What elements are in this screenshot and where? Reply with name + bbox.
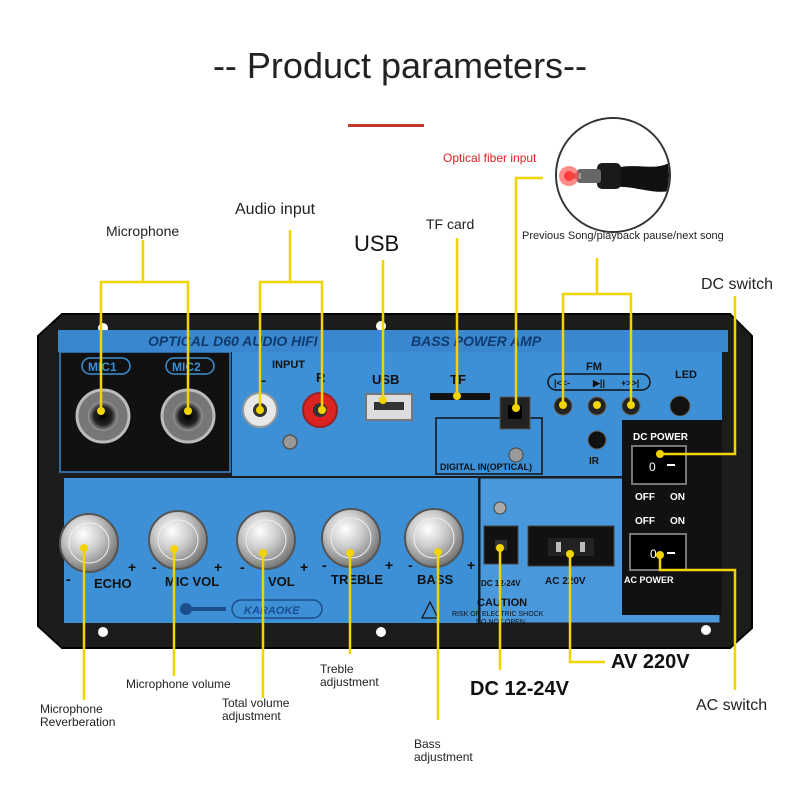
- callout-lines: [82, 176, 737, 720]
- ac-power-label: AC POWER: [624, 575, 674, 585]
- mic-volume-callout: Microphone volume: [126, 677, 231, 691]
- fm-label: FM: [586, 361, 602, 373]
- treble-label: TREBLE: [331, 572, 383, 587]
- svg-text:+: +: [467, 557, 475, 573]
- usb-callout: USB: [354, 231, 400, 256]
- header-right-text: BASS POWER AMP: [411, 333, 542, 349]
- ac-port-label: AC 220V: [545, 576, 586, 587]
- svg-text:-: -: [152, 559, 157, 575]
- mic2-label: MIC2: [172, 360, 201, 374]
- ir-sensor: [587, 430, 607, 450]
- echo-knob: [59, 513, 119, 573]
- dc-off-label: OFF: [635, 492, 655, 503]
- echo-label: ECHO: [94, 576, 132, 591]
- av-220v-callout: AV 220V: [611, 651, 690, 673]
- mount-hole: [376, 627, 386, 637]
- mic-vol-knob: [148, 510, 208, 570]
- svg-text:+: +: [128, 559, 136, 575]
- bass-label: BASS: [417, 572, 453, 587]
- vol-knob: [236, 510, 296, 570]
- treble-callout: Treble adjustment: [320, 662, 379, 689]
- mount-hole: [701, 625, 711, 635]
- ir-label: IR: [589, 456, 600, 467]
- tf-card-callout: TF card: [426, 216, 475, 232]
- svg-text:+: +: [214, 559, 222, 575]
- ac-switch-callout: AC switch: [696, 697, 768, 714]
- digital-in-label: DIGITAL IN(OPTICAL): [440, 462, 532, 472]
- svg-text:+: +: [385, 557, 393, 573]
- mount-hole: [376, 321, 386, 331]
- mount-hole: [98, 627, 108, 637]
- input-l-label: L: [258, 370, 266, 385]
- optical-fiber-callout: Optical fiber input: [443, 151, 537, 165]
- led-label: LED: [675, 369, 697, 381]
- dc-12-24v-callout: DC 12-24V: [470, 678, 569, 700]
- svg-text:0: 0: [650, 547, 657, 561]
- ac-off-label: OFF: [635, 516, 655, 527]
- caution-label: CAUTION: [477, 597, 527, 609]
- karaoke-label: KARAOKE: [244, 605, 300, 617]
- input-label: INPUT: [272, 359, 305, 371]
- svg-text:-: -: [322, 557, 327, 573]
- svg-text:-: -: [408, 557, 413, 573]
- mic-vol-label: MIC VOL: [165, 574, 219, 589]
- svg-text:-: -: [240, 559, 245, 575]
- mic-reverb-callout: Microphone Reverberation: [40, 702, 116, 729]
- usb-port: [365, 393, 413, 421]
- svg-text:+: +: [300, 559, 308, 575]
- header-strip: [58, 330, 728, 352]
- song-controls-callout: Previous Song/playback pause/next song: [522, 230, 724, 242]
- caution-line-1: RISK OF ELECTRIC SHOCK: [452, 611, 544, 618]
- svg-text:-: -: [66, 571, 71, 587]
- optical-cable-closeup: [555, 117, 671, 233]
- audio-input-callout: Audio input: [235, 201, 316, 218]
- fm-play-label: ▶||: [592, 378, 605, 388]
- vol-label: VOL: [268, 574, 295, 589]
- dc-switch-callout: DC switch: [701, 276, 774, 293]
- dc-on-label: ON: [670, 492, 685, 503]
- dc-power-label: DC POWER: [633, 432, 689, 443]
- bass-callout: Bass adjustment: [414, 737, 473, 764]
- led-indicator: [669, 395, 691, 417]
- microphone-callout: Microphone: [106, 223, 180, 239]
- warning-icon: [421, 600, 439, 619]
- mic1-label: MIC1: [88, 360, 117, 374]
- title-underline: [348, 124, 424, 127]
- page-title: -- Product parameters--: [212, 45, 588, 86]
- ac-on-label: ON: [670, 516, 685, 527]
- usb-panel-label: USB: [372, 372, 399, 387]
- total-volume-callout: Total volume adjustment: [222, 696, 290, 723]
- microphone-icon: [180, 603, 192, 615]
- svg-text:0: 0: [649, 460, 656, 474]
- header-left-text: OPTICAL D60 AUDIO HIFI: [148, 333, 319, 349]
- bass-knob: [404, 508, 464, 568]
